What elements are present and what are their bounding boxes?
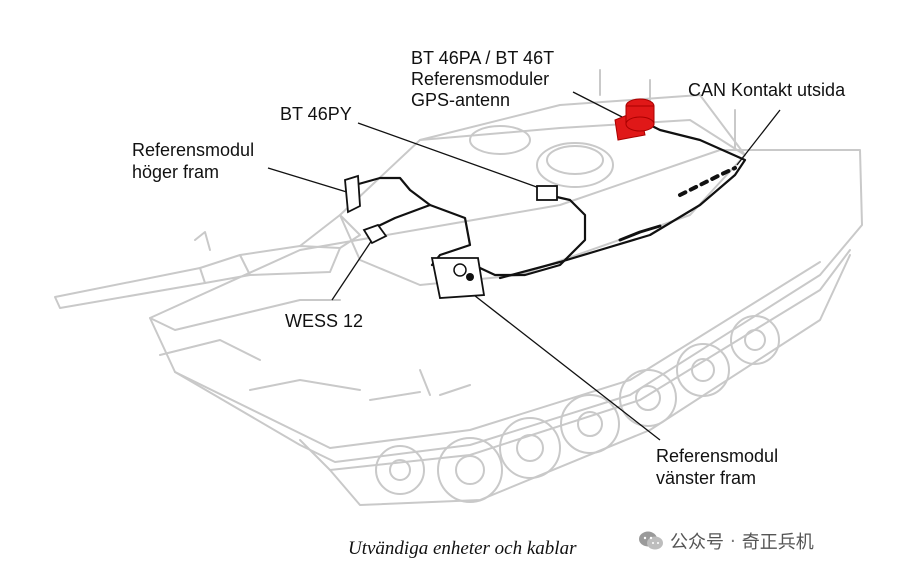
leader-lines bbox=[267, 91, 781, 441]
cable-harness bbox=[353, 118, 747, 280]
bt46py-unit bbox=[536, 185, 558, 201]
watermark-name: 奇正兵机 bbox=[741, 532, 814, 553]
watermark-separator: · bbox=[730, 530, 736, 552]
watermark: 公众号 · 奇正兵机 bbox=[638, 528, 814, 554]
label-vanster-line1: Referensmodul bbox=[656, 446, 779, 466]
label-bt46py: BT 46PY bbox=[280, 104, 352, 124]
drive-wheel bbox=[375, 445, 425, 495]
label-hoger-line1: Referensmodul bbox=[132, 140, 255, 160]
commander-hatch bbox=[536, 142, 614, 188]
label-gps-antenn: GPS-antenn bbox=[411, 90, 511, 110]
road-wheel bbox=[437, 437, 503, 503]
cable-front-right bbox=[353, 176, 472, 267]
road-wheel bbox=[676, 343, 730, 397]
label-wess: WESS 12 bbox=[285, 311, 364, 331]
tank-outline bbox=[54, 69, 863, 506]
components bbox=[344, 98, 655, 299]
watermark-text: 公众号 bbox=[670, 532, 724, 553]
road-wheel bbox=[560, 394, 620, 454]
figure-caption: Utvändiga enheter och kablar bbox=[348, 538, 577, 559]
periscope bbox=[469, 125, 531, 155]
label-vanster-line2: vänster fram bbox=[656, 468, 757, 488]
label-can-kontakt: CAN Kontakt utsida bbox=[688, 80, 846, 100]
referensmodul-hoger-fram-unit bbox=[344, 174, 361, 214]
label-bt46pa: BT 46PA / BT 46T bbox=[411, 48, 555, 68]
wechat-icon bbox=[639, 531, 663, 550]
road-wheel bbox=[730, 315, 780, 365]
cable-main bbox=[498, 118, 747, 280]
label-hoger-line2: höger fram bbox=[132, 162, 220, 182]
gun-barrel bbox=[54, 245, 341, 309]
label-referensmoduler: Referensmoduler bbox=[411, 69, 550, 89]
cable-bt46py bbox=[478, 193, 587, 277]
wess-unit bbox=[362, 223, 388, 245]
road-wheel bbox=[619, 369, 677, 427]
referensmodul-vanster-fram-unit bbox=[430, 257, 486, 299]
road-wheel bbox=[499, 417, 561, 479]
